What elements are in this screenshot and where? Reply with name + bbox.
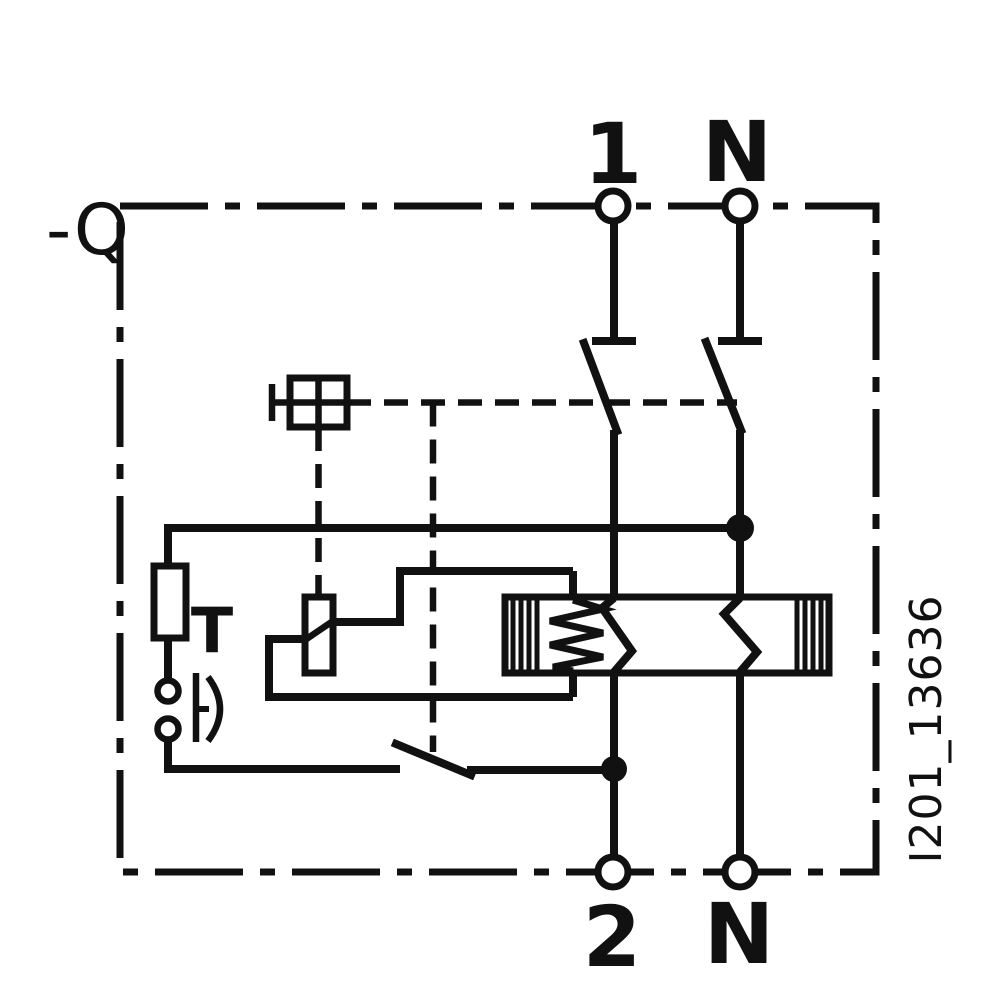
test-resistor [150,562,190,642]
core-hatch-right [794,597,824,673]
secondary-winding-zigzag [549,596,617,675]
pole-1-path [578,221,638,857]
mechanical-linkage [315,399,737,752]
pushbutton-contact-upper [154,677,182,705]
pole-n-path [700,221,763,857]
enclosure-boundary [116,202,880,876]
terminal-2-circle [594,853,632,891]
core-hatch-left [510,597,540,673]
test-wire-bottom [164,739,400,773]
terminal-n-bottom-label: N [704,885,774,983]
reference-code-label: I201_13636 [901,595,952,864]
terminal-n-top-circle [721,187,759,225]
poleN-junction-dot [726,514,754,542]
coil-diagonal [303,618,335,643]
poleN-switch-blade [700,336,747,436]
pushbutton-contact-lower [154,715,182,743]
core-body [501,593,833,677]
pushbutton-actuator [192,673,224,743]
test-button-label: T [191,594,233,667]
coil-body [301,593,337,677]
terminal-n-top-label: N [702,103,772,201]
current-transformer-core [501,593,833,677]
trip-relay-coil [301,593,337,677]
pole1-core-kink [596,594,638,675]
poleN-core-kink [718,595,763,675]
pole1-junction-dot [601,756,627,782]
terminal-n-bottom-circle [721,853,759,891]
terminal-1-label: 1 [584,105,642,203]
test-wire-top [164,524,740,566]
test-circuit [150,524,740,781]
test-switch-blade [390,738,477,781]
device-designation-label: -Q [46,189,129,271]
terminals [594,187,759,891]
pole1-switch-blade [578,337,623,437]
secondary-wire-top [333,567,573,626]
operating-head [268,374,351,431]
secondary-wire-bottom [265,635,573,701]
secondary-circuit [265,567,617,701]
terminal-1-circle [594,187,632,225]
terminal-2-label: 2 [583,888,641,986]
